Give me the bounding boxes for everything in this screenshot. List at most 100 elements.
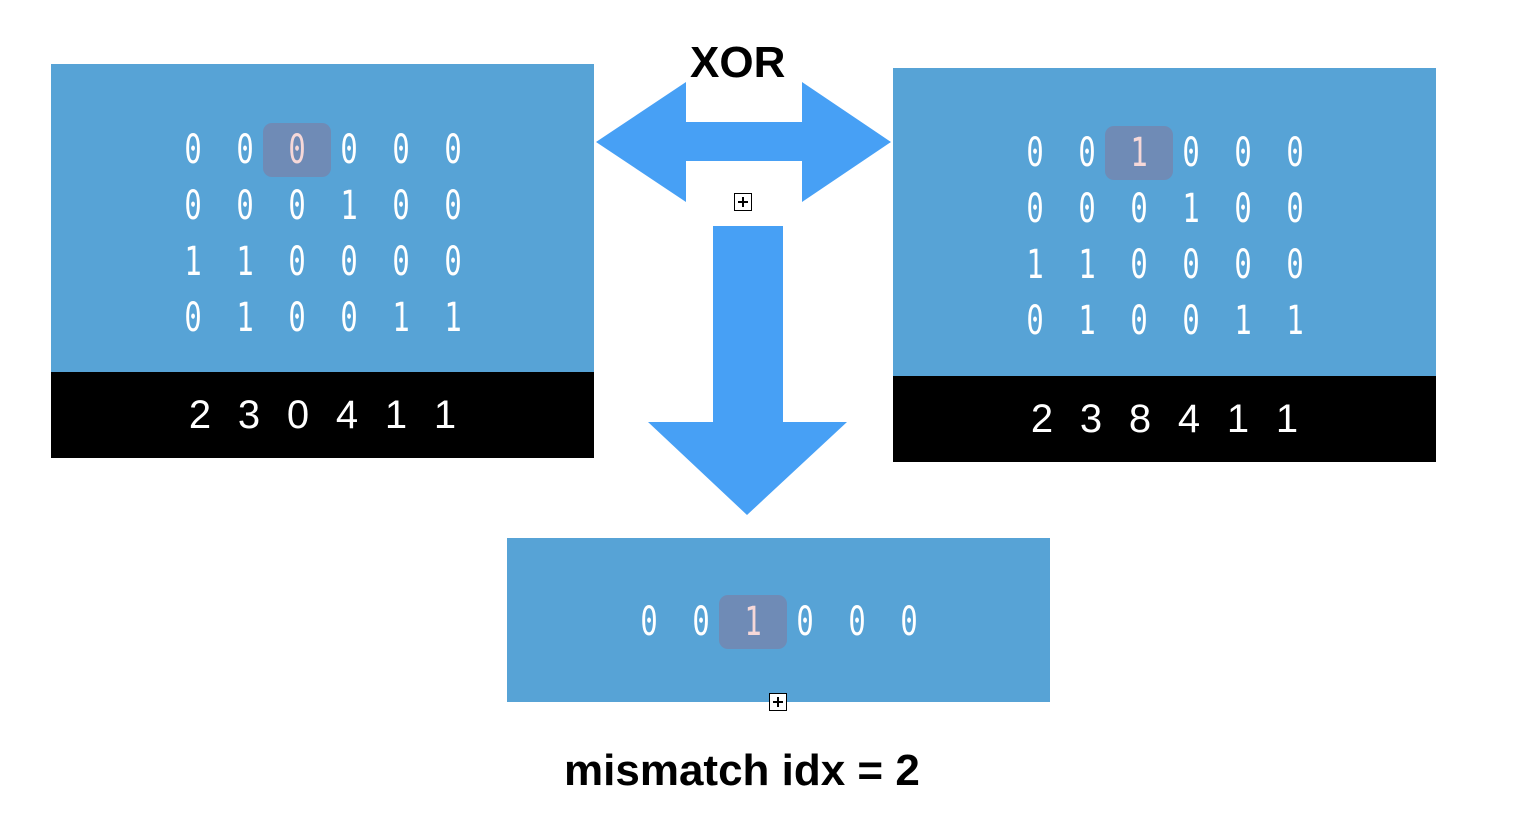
- bit-cell: 1: [323, 178, 375, 234]
- bit-cell: 0: [623, 594, 675, 650]
- bit-value: 0: [1025, 298, 1044, 344]
- bit-cell: 0: [1009, 125, 1061, 181]
- bit-value: 0: [1181, 298, 1200, 344]
- bit-cell: 0: [375, 122, 427, 178]
- column-sum: 1: [384, 392, 408, 437]
- bit-value: 0: [339, 295, 358, 341]
- bit-cell: 0: [1061, 125, 1113, 181]
- bit-value: 1: [1077, 242, 1096, 288]
- bit-cell: 1: [167, 234, 219, 290]
- bit-cell: 0: [1269, 237, 1321, 293]
- bit-value: 0: [287, 295, 306, 341]
- bit-value: 0: [1285, 242, 1304, 288]
- bit-cell: 0: [1217, 237, 1269, 293]
- bit-cell: 1: [1009, 237, 1061, 293]
- bit-value: 0: [639, 599, 658, 645]
- bit-cell: 0: [1165, 293, 1217, 349]
- bit-value: 0: [1077, 130, 1096, 176]
- bit-cell: 0: [1113, 181, 1165, 237]
- column-sum: 0: [286, 392, 310, 437]
- bit-cell: 0: [167, 290, 219, 346]
- bit-value: 1: [1129, 130, 1148, 176]
- column-sum: 2: [188, 392, 212, 437]
- column-sum: 2: [1030, 396, 1054, 441]
- bit-cell: 0: [323, 122, 375, 178]
- bit-cell: 0: [1217, 181, 1269, 237]
- bit-value: 1: [391, 295, 410, 341]
- bit-cell: 1: [1217, 293, 1269, 349]
- bit-value: 0: [443, 127, 462, 173]
- column-sum: 1: [1226, 396, 1250, 441]
- bit-value: 1: [235, 295, 254, 341]
- bit-value: 1: [743, 599, 762, 645]
- bit-value: 1: [1025, 242, 1044, 288]
- bit-cell: 0: [375, 234, 427, 290]
- bit-cell: 0: [271, 290, 323, 346]
- bit-cell: 0: [427, 234, 479, 290]
- bit-cell: 1: [1061, 293, 1113, 349]
- bit-value: 0: [1233, 130, 1252, 176]
- bit-cell: 0: [1113, 293, 1165, 349]
- bit-cell: 0: [323, 234, 375, 290]
- bit-value: 0: [847, 599, 866, 645]
- bit-cell: 1: [219, 290, 271, 346]
- bit-value: 0: [443, 239, 462, 285]
- bit-cell: 0: [1009, 293, 1061, 349]
- double-arrow-icon: [596, 82, 891, 202]
- bit-cell: 0: [1269, 125, 1321, 181]
- bit-cell: 0: [1165, 237, 1217, 293]
- collapse-marker-icon[interactable]: [734, 193, 752, 211]
- bit-value: 0: [1025, 186, 1044, 232]
- bit-value: 1: [339, 183, 358, 229]
- column-sum: 4: [335, 392, 359, 437]
- bit-value: 0: [391, 239, 410, 285]
- mismatch-caption: mismatch idx = 2: [564, 746, 920, 795]
- column-sum: 4: [1177, 396, 1201, 441]
- bit-cell: 0: [271, 234, 323, 290]
- bit-value: 0: [1129, 186, 1148, 232]
- bit-value: 0: [235, 183, 254, 229]
- bit-value: 0: [287, 183, 306, 229]
- bit-cell: 0: [779, 594, 831, 650]
- bit-value: 1: [443, 295, 462, 341]
- bit-value: 0: [1285, 130, 1304, 176]
- bit-cell: 0: [1269, 181, 1321, 237]
- bit-cell: 0: [219, 122, 271, 178]
- bit-value: 1: [1285, 298, 1304, 344]
- bit-value: 0: [691, 599, 710, 645]
- bit-value: 0: [287, 127, 306, 173]
- bit-cell: 1: [427, 290, 479, 346]
- bit-cell: 0: [1009, 181, 1061, 237]
- bit-value: 0: [1129, 298, 1148, 344]
- bit-value: 0: [899, 599, 918, 645]
- column-sum: 1: [433, 392, 457, 437]
- bit-value: 0: [183, 295, 202, 341]
- bit-value: 0: [391, 127, 410, 173]
- bit-cell: 1: [375, 290, 427, 346]
- highlighted-bit-cell: 1: [727, 594, 779, 650]
- bit-value: 1: [1181, 186, 1200, 232]
- bit-value: 0: [235, 127, 254, 173]
- bit-value: 0: [1129, 242, 1148, 288]
- bit-cell: 0: [675, 594, 727, 650]
- bit-value: 0: [287, 239, 306, 285]
- bit-value: 1: [235, 239, 254, 285]
- collapse-marker-icon[interactable]: [769, 693, 787, 711]
- bit-cell: 0: [271, 178, 323, 234]
- bit-value: 0: [1233, 242, 1252, 288]
